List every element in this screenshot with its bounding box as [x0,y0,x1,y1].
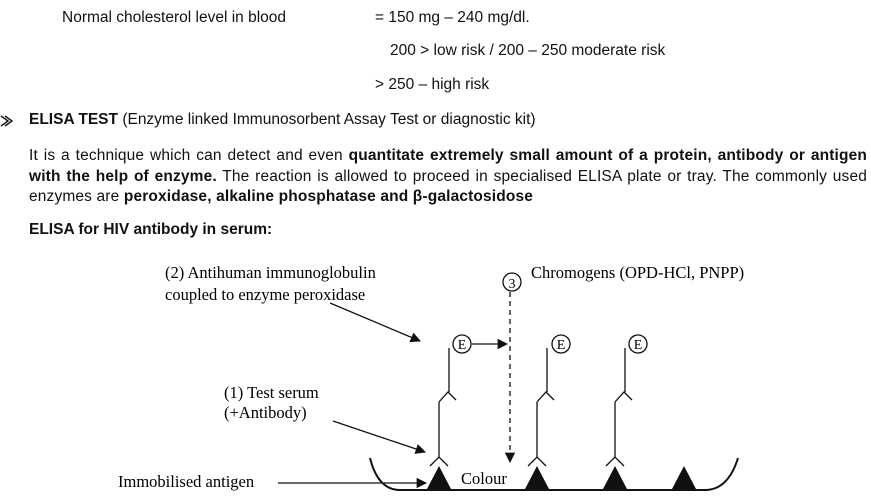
svg-text:E: E [557,338,566,353]
label-test-serum-1: (1) Test serum [224,383,319,402]
enzyme-e-icon: E [452,334,472,354]
elisa-heading: ELISA TEST [29,111,118,128]
antibody-stack-1 [429,348,457,467]
antibody-stack-3 [605,348,633,467]
enzyme-e-icon: E [628,334,648,354]
elisa-description: It is a technique which can detect and e… [29,146,867,208]
label-test-serum-2: (+Antibody) [224,403,307,422]
label-antihuman-2: coupled to enzyme peroxidase [165,285,365,304]
label-immobilised-antigen: Immobilised antigen [118,472,254,491]
svg-text:E: E [634,338,643,353]
step-3-circle-icon: 3 [502,272,522,292]
antigen-triangle [427,466,451,489]
antigen-triangle [525,466,549,489]
svg-text:E: E [458,338,467,353]
antibody-stack-2 [527,348,555,467]
para-bold-1: quantitate extremely small amount of a p… [29,147,867,185]
label-chromogens: Chromogens (OPD-HCl, PNPP) [531,263,744,282]
step-3-number: 3 [509,277,516,292]
cholesterol-value: = 150 mg – 240 mg/dl. [375,9,530,26]
elisa-subheading: ELISA for HIV antibody in serum: [29,221,273,238]
cholesterol-label: Normal cholesterol level in blood [62,9,287,26]
arrow-antihuman [329,302,421,343]
antigen-triangle [672,466,696,489]
hollow-arrow-bullet-icon [0,110,18,130]
elisa-heading-line: ELISA TEST (Enzyme linked Immunosorbent … [29,110,536,130]
enzyme-e-icon: E [551,334,571,354]
cholesterol-risk-line1: 200 > low risk / 200 – 250 moderate risk [390,42,666,59]
para-part-2: The reaction is allowed to proceed in sp… [29,167,868,206]
label-colour: Colour [461,469,507,488]
para-bold-2: peroxidase, alkaline phosphatase and β-g… [123,188,534,205]
label-antihuman-1: (2) Antihuman immunoglobulin [165,263,376,282]
para-part-1: It is a technique which can detect and e… [29,147,349,164]
elisa-plate-well [369,457,739,491]
antigen-triangle [603,466,627,489]
elisa-heading-note: (Enzyme linked Immunosorbent Assay Test … [122,111,536,128]
cholesterol-risk-line2: > 250 – high risk [375,76,490,93]
arrow-test-serum [332,420,426,454]
